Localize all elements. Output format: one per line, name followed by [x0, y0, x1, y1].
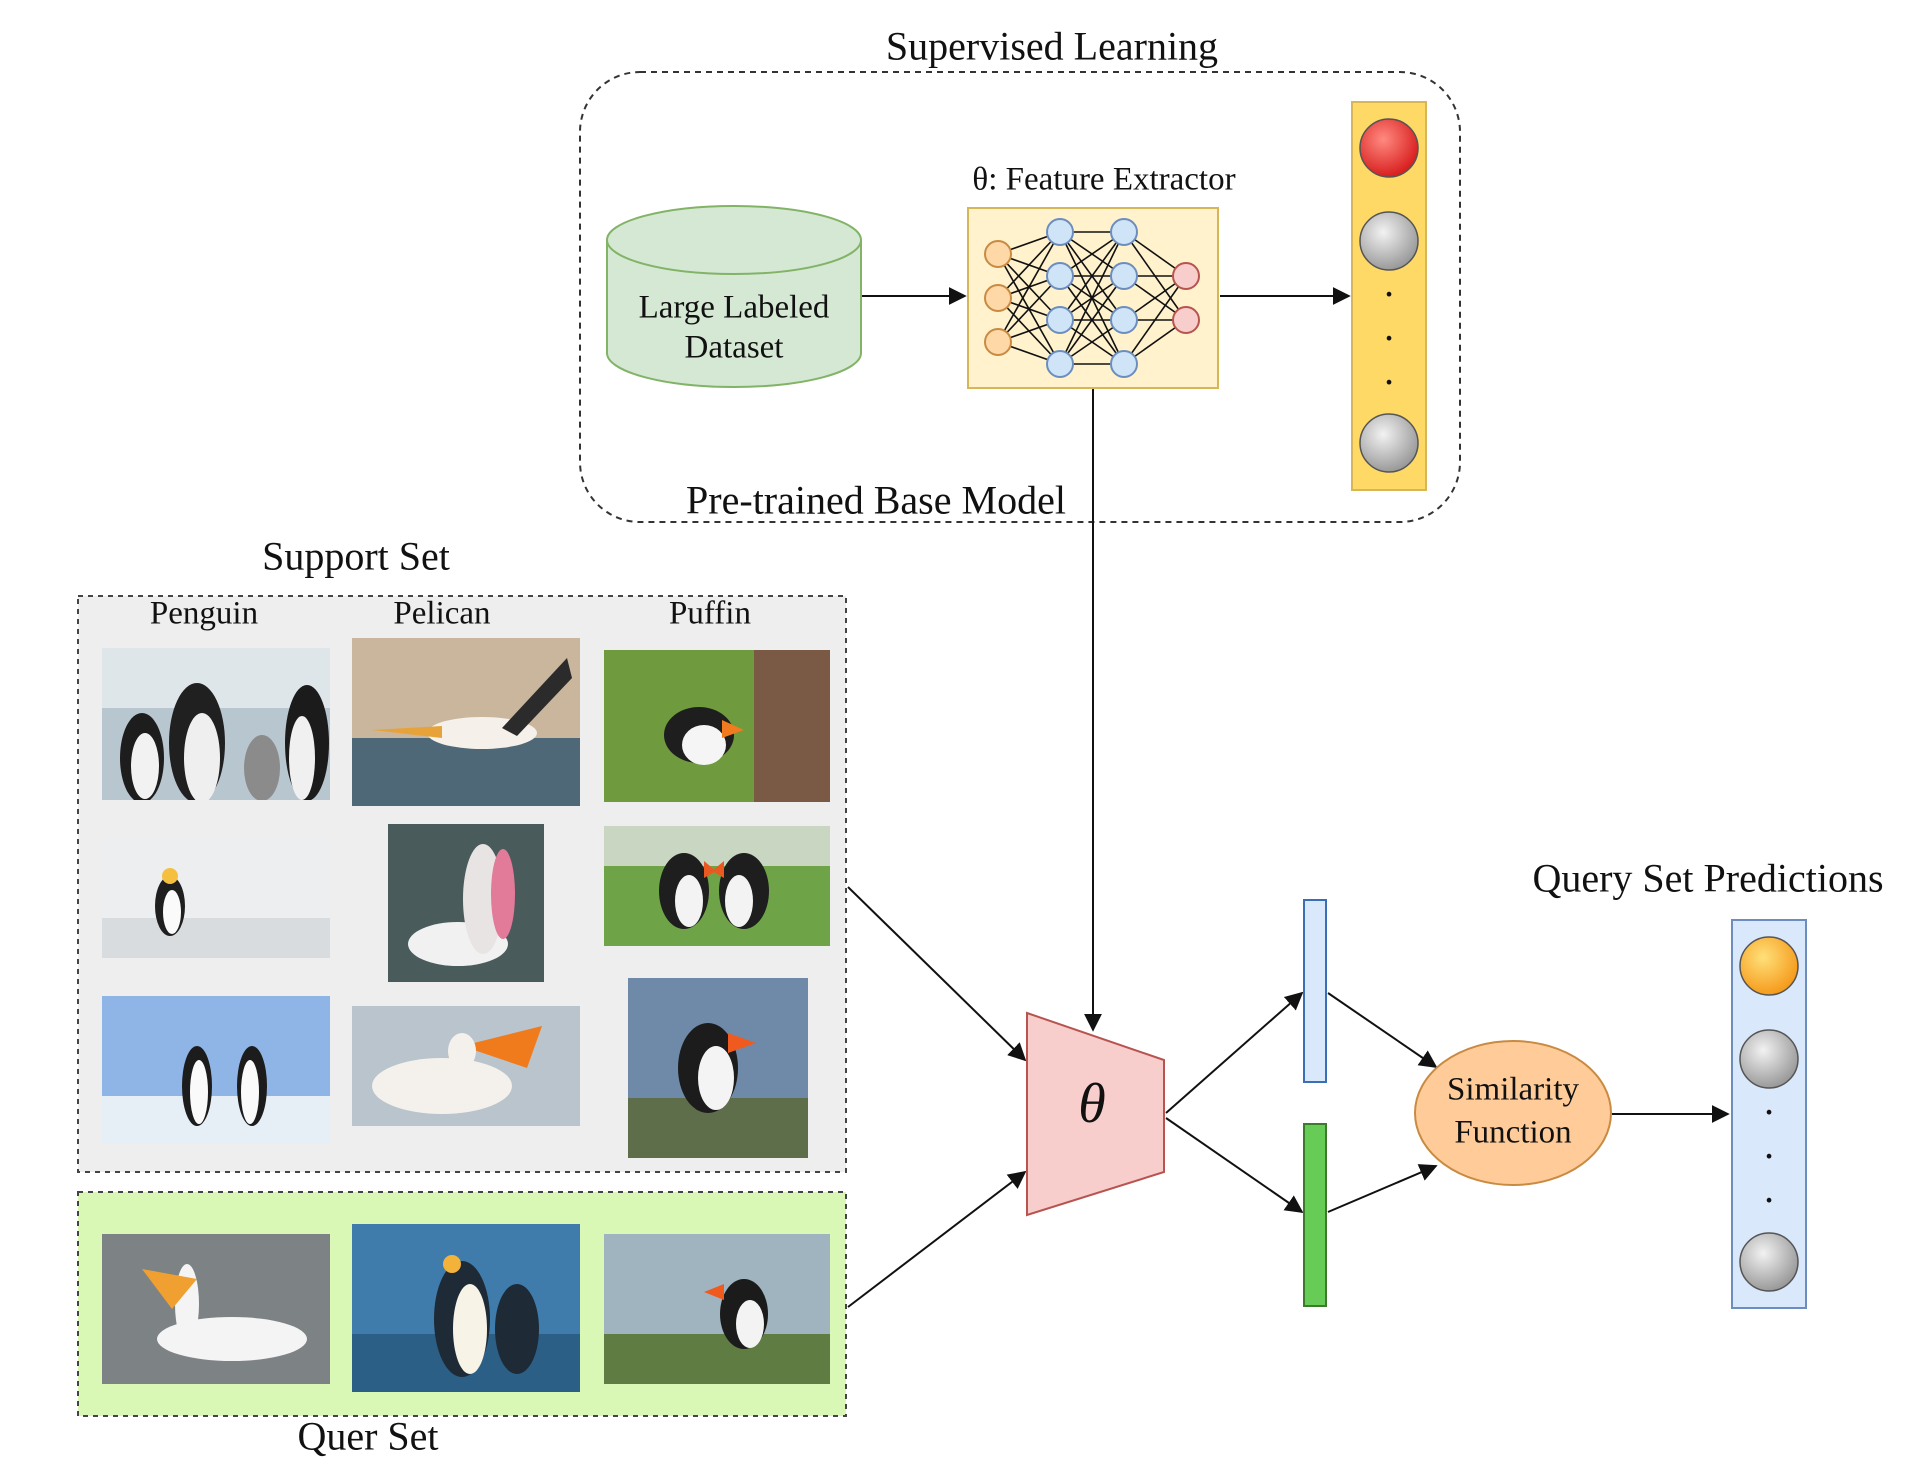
output-dots-2: ·: [1382, 315, 1396, 361]
query-photo-pelican: [102, 1234, 330, 1384]
arrow-theta-to-support-embedding: [1165, 991, 1304, 1114]
supervised-learning-title: Supervised Learning: [885, 23, 1219, 69]
support-photo-penguin-3: [102, 996, 330, 1144]
nn-node: [1110, 306, 1138, 334]
prediction-node-gray: [1739, 1029, 1799, 1089]
query-set-title: Quer Set: [297, 1413, 439, 1459]
query-predictions-title: Query Set Predictions: [1532, 855, 1884, 901]
support-column-pelican: Pelican: [393, 595, 491, 632]
prediction-dots-1: ·: [1762, 1089, 1776, 1135]
nn-edge: [1123, 275, 1187, 365]
dataset-label-line2: Dataset: [684, 329, 784, 366]
nn-edge: [1059, 275, 1125, 365]
nn-edge: [997, 275, 1061, 343]
support-column-penguin: Penguin: [149, 595, 259, 632]
neural-network-graphic: [984, 218, 1200, 378]
nn-node: [984, 328, 1012, 356]
support-photo-puffin-3: [628, 978, 808, 1158]
theta-model: [1026, 1011, 1165, 1217]
support-photo-puffin-1: [604, 650, 830, 802]
query-embedding-vector: [1303, 1123, 1327, 1307]
output-dots-3: ·: [1382, 359, 1396, 405]
nn-node: [984, 284, 1012, 312]
nn-node: [1046, 218, 1074, 246]
nn-node: [1172, 306, 1200, 334]
support-embedding-vector: [1303, 899, 1327, 1083]
support-photo-pelican-1: [352, 638, 580, 806]
arrow-support-to-theta: [847, 886, 1027, 1062]
theta-symbol: θ: [1078, 1073, 1106, 1135]
base-model-label: Pre-trained Base Model: [686, 477, 1066, 523]
similarity-function: [1414, 1040, 1612, 1186]
nn-edge: [1059, 231, 1125, 365]
support-photo-puffin-2: [604, 826, 830, 946]
nn-node: [1110, 218, 1138, 246]
query-photo-penguin: [352, 1224, 580, 1392]
support-set-title: Support Set: [262, 533, 450, 579]
output-node-gray: [1359, 413, 1419, 473]
support-photo-pelican-2: [388, 824, 544, 982]
nn-node: [1046, 306, 1074, 334]
nn-node: [1110, 262, 1138, 290]
output-dots-1: ·: [1382, 271, 1396, 317]
nn-node: [1110, 350, 1138, 378]
support-column-puffin: Puffin: [669, 595, 751, 632]
nn-node: [1046, 350, 1074, 378]
prediction-node-orange: [1739, 936, 1799, 996]
query-photo-puffin: [604, 1234, 830, 1384]
prediction-dots-2: ·: [1762, 1133, 1776, 1179]
arrow-theta-to-query-embedding: [1165, 1117, 1304, 1214]
supervised-learning-box: [579, 71, 1461, 523]
arrow-query-embedding-to-similarity: [1327, 1164, 1438, 1213]
output-node-gray: [1359, 211, 1419, 271]
dataset-label-line1: Large Labeled: [638, 289, 830, 326]
support-photo-penguin-2: [102, 838, 330, 958]
nn-edge: [1059, 231, 1125, 321]
support-photo-pelican-3: [352, 1006, 580, 1126]
nn-node: [1046, 262, 1074, 290]
prediction-dots-3: ·: [1762, 1177, 1776, 1223]
feature-extractor-label: θ: Feature Extractor: [972, 161, 1236, 198]
support-photo-penguin-1: [102, 648, 330, 800]
nn-edge: [997, 231, 1061, 299]
dataset-cylinder: [606, 205, 862, 388]
arrow-query-to-theta: [847, 1170, 1027, 1308]
similarity-label-line1: Similarity: [1447, 1071, 1579, 1108]
nn-node: [1172, 262, 1200, 290]
nn-node: [984, 240, 1012, 268]
nn-edge: [997, 231, 1061, 343]
output-node-red: [1359, 118, 1419, 178]
prediction-node-gray: [1739, 1232, 1799, 1292]
arrow-support-embedding-to-similarity: [1327, 992, 1438, 1069]
similarity-label-line2: Function: [1454, 1114, 1572, 1151]
